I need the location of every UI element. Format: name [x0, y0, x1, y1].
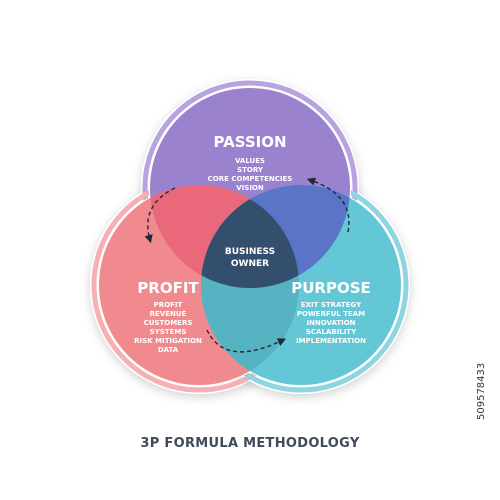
- passion-labels: PASSION VALUES STORY CORE COMPETENCIES V…: [208, 133, 293, 192]
- profit-item: PROFIT: [154, 301, 183, 309]
- passion-item: CORE COMPETENCIES: [208, 175, 293, 183]
- center-label: BUSINESS OWNER: [225, 247, 275, 269]
- arrow-profit-to-purpose: [206, 329, 287, 353]
- stock-id: 509578433: [476, 362, 487, 420]
- passion-item: VALUES: [235, 157, 265, 165]
- profit-item: REVENUE: [150, 310, 187, 318]
- passion-title: PASSION: [213, 133, 286, 151]
- purpose-title: PURPOSE: [291, 279, 371, 297]
- center-overlap: [201, 185, 299, 288]
- purpose-item: IMPLEMENTATION: [296, 337, 366, 345]
- profit-labels: PROFIT PROFIT REVENUE CUSTOMERS SYSTEMS …: [134, 279, 202, 354]
- profit-item: SYSTEMS: [150, 328, 187, 336]
- diagram-title: 3P FORMULA METHODOLOGY: [140, 436, 360, 451]
- purpose-item: SCALABILITY: [306, 328, 357, 336]
- center-label-line: BUSINESS: [225, 247, 275, 257]
- passion-item: STORY: [237, 166, 264, 174]
- profit-title: PROFIT: [137, 279, 199, 297]
- arrow-passion-to-profit: [144, 187, 176, 244]
- profit-item: CUSTOMERS: [144, 319, 193, 327]
- purpose-item: POWERFUL TEAM: [297, 310, 365, 318]
- purpose-item: EXIT STRATEGY: [301, 301, 362, 309]
- profit-item: DATA: [158, 346, 179, 354]
- purpose-item: INNOVATION: [306, 319, 355, 327]
- passion-item: VISION: [236, 184, 264, 192]
- purpose-labels: PURPOSE EXIT STRATEGY POWERFUL TEAM INNO…: [291, 279, 371, 345]
- center-label-line: OWNER: [231, 259, 269, 269]
- arrow-purpose-to-passion: [306, 177, 350, 233]
- profit-item: RISK MITIGATION: [134, 337, 202, 345]
- cycle-arrows: [144, 177, 350, 353]
